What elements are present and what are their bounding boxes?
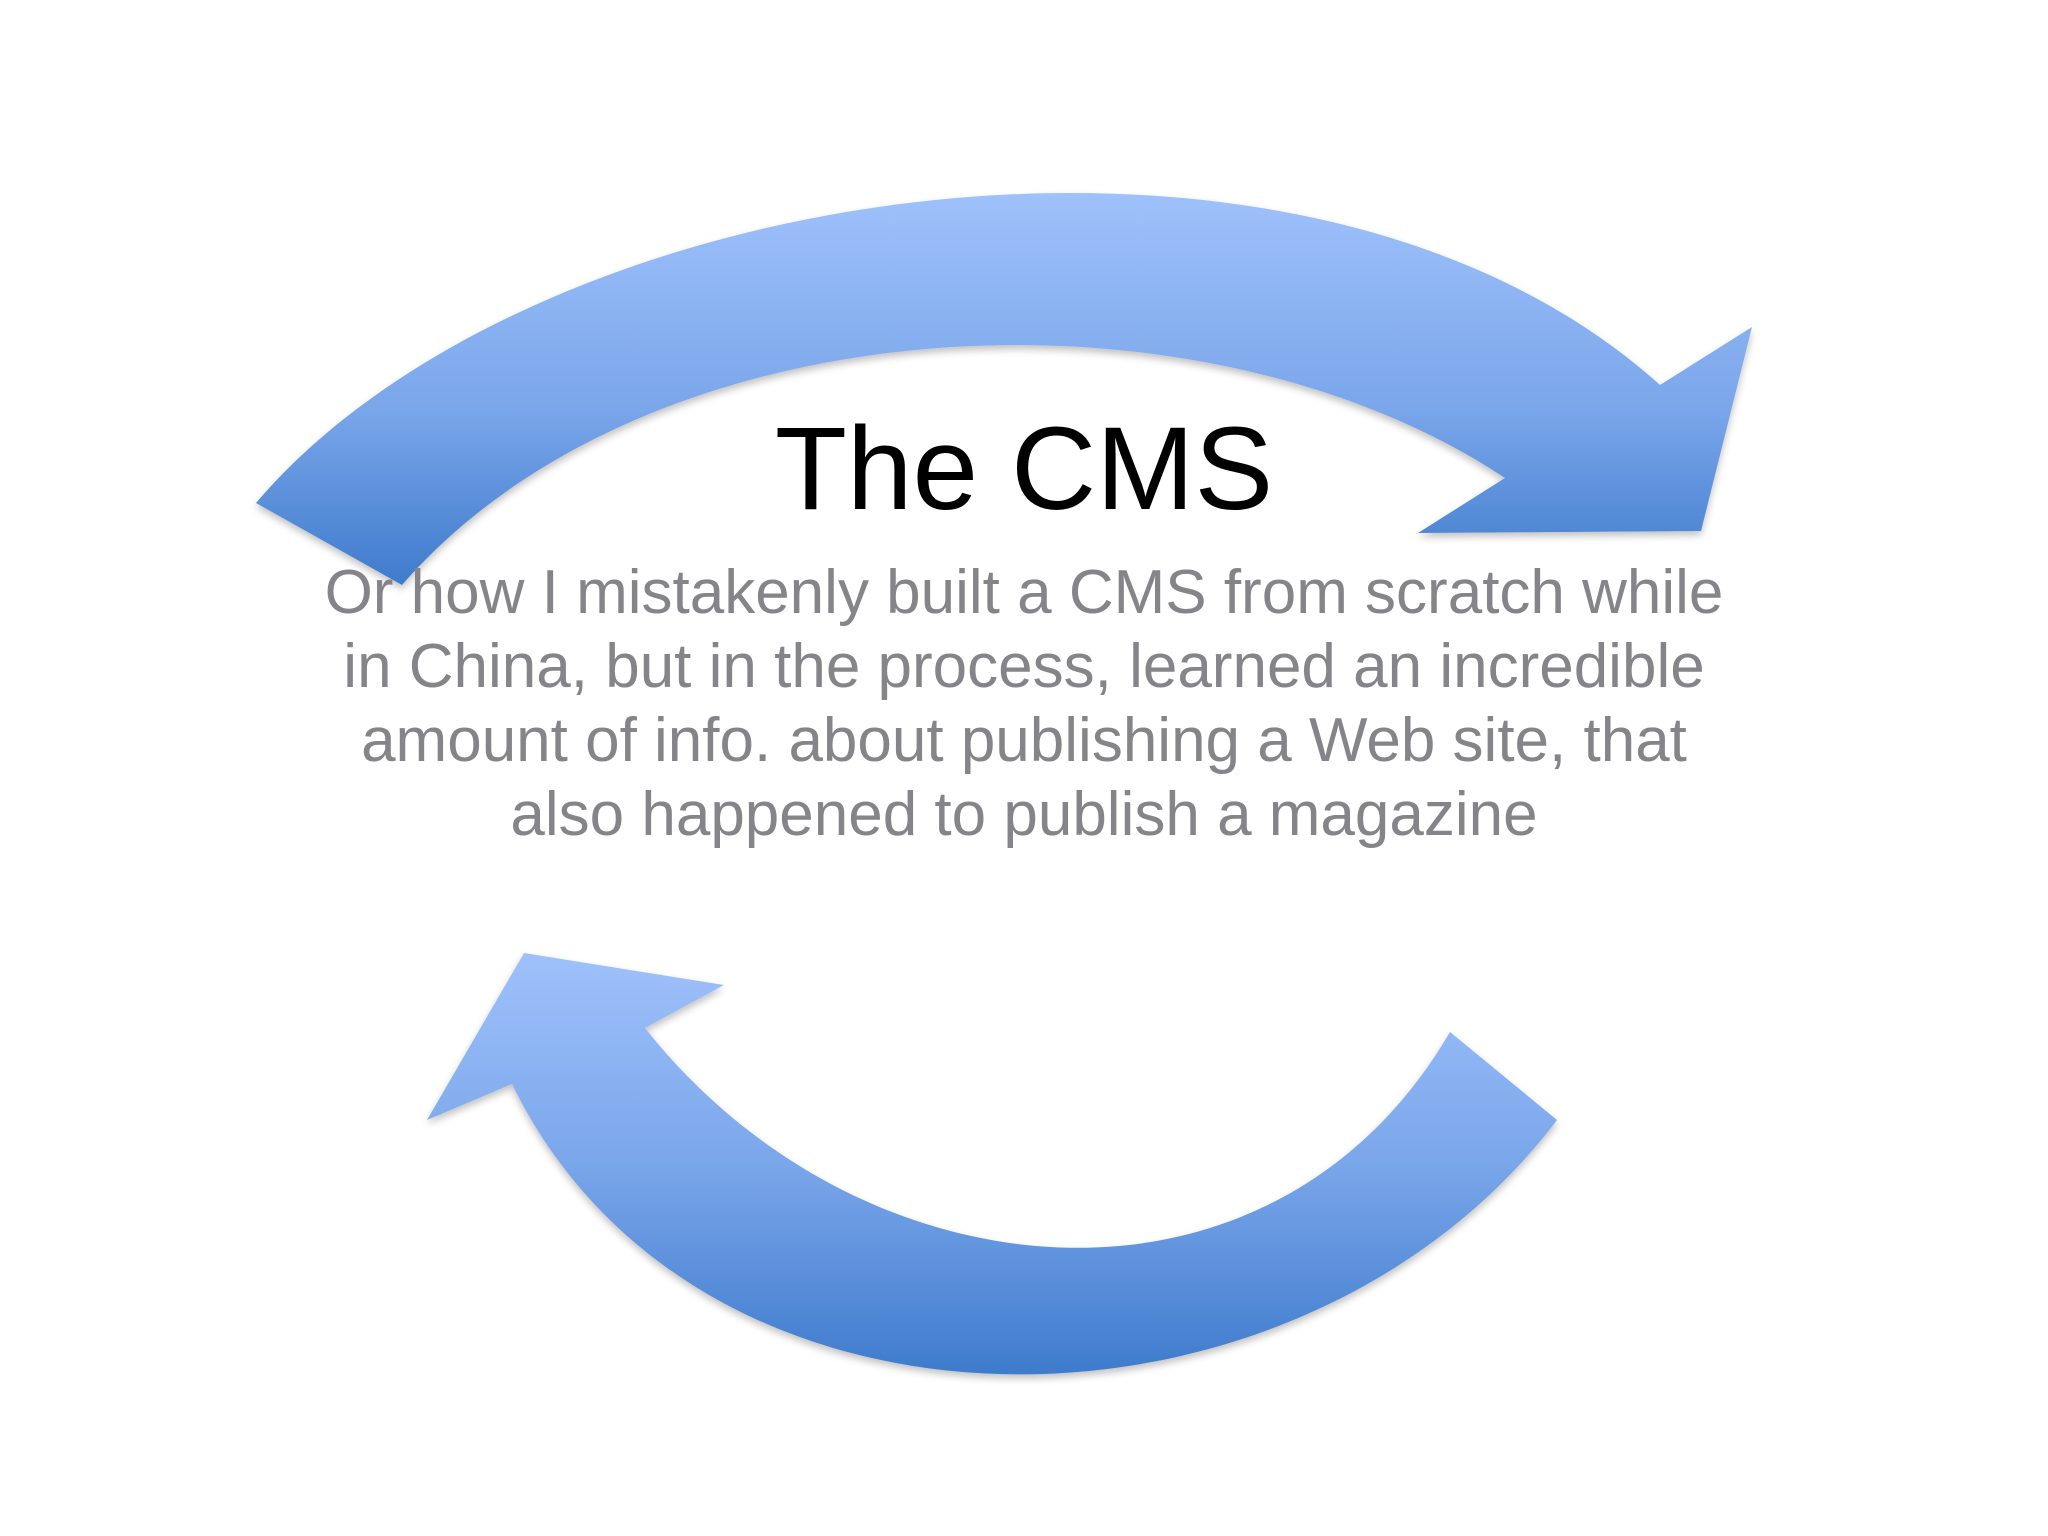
top-arrow-icon: [256, 192, 1752, 585]
slide-title: The CMS: [774, 403, 1274, 535]
slide-subtitle: Or how I mistakenly built a CMS from scr…: [324, 558, 1724, 849]
bottom-arrow-icon: [427, 953, 1557, 1375]
